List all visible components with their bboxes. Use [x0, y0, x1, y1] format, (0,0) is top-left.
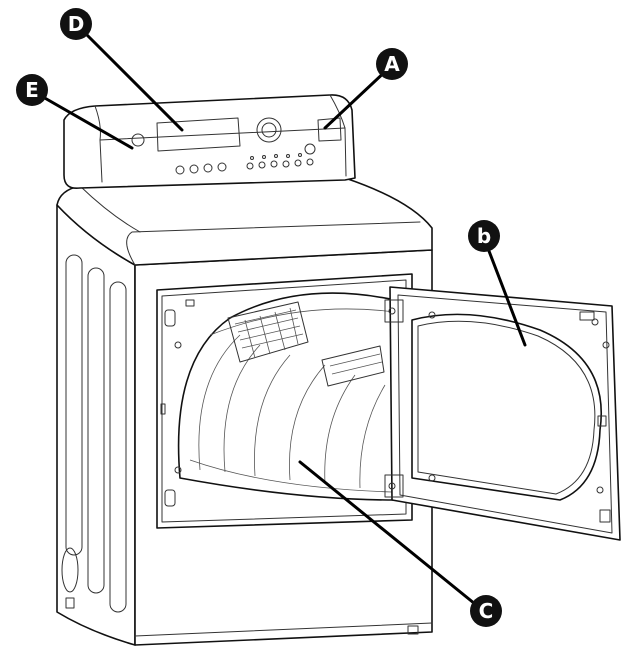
callout-b-label: b [477, 224, 491, 248]
dryer-door [384, 286, 621, 541]
side-panel-ribs [61, 254, 127, 613]
display-window [156, 117, 241, 152]
power-button-icon [304, 143, 316, 155]
callout-c-label: C [479, 599, 494, 623]
callout-a-label: A [384, 52, 400, 76]
cycle-knob-icon [256, 117, 282, 143]
callout-leaders [34, 26, 527, 610]
callout-d-badge: D [60, 8, 92, 40]
callout-e-label: E [25, 78, 39, 102]
indicator-icon [131, 133, 145, 147]
door-hinge-icon [384, 299, 404, 323]
callout-e-badge: E [16, 74, 48, 106]
control-panel [63, 94, 356, 190]
callout-a-badge: A [376, 48, 408, 80]
callout-c-badge: C [470, 595, 502, 627]
option-buttons [175, 153, 314, 175]
callout-b-badge: b [468, 220, 500, 252]
lint-filter [227, 301, 309, 363]
callout-d-label: D [68, 12, 85, 36]
door-opening [156, 273, 413, 529]
